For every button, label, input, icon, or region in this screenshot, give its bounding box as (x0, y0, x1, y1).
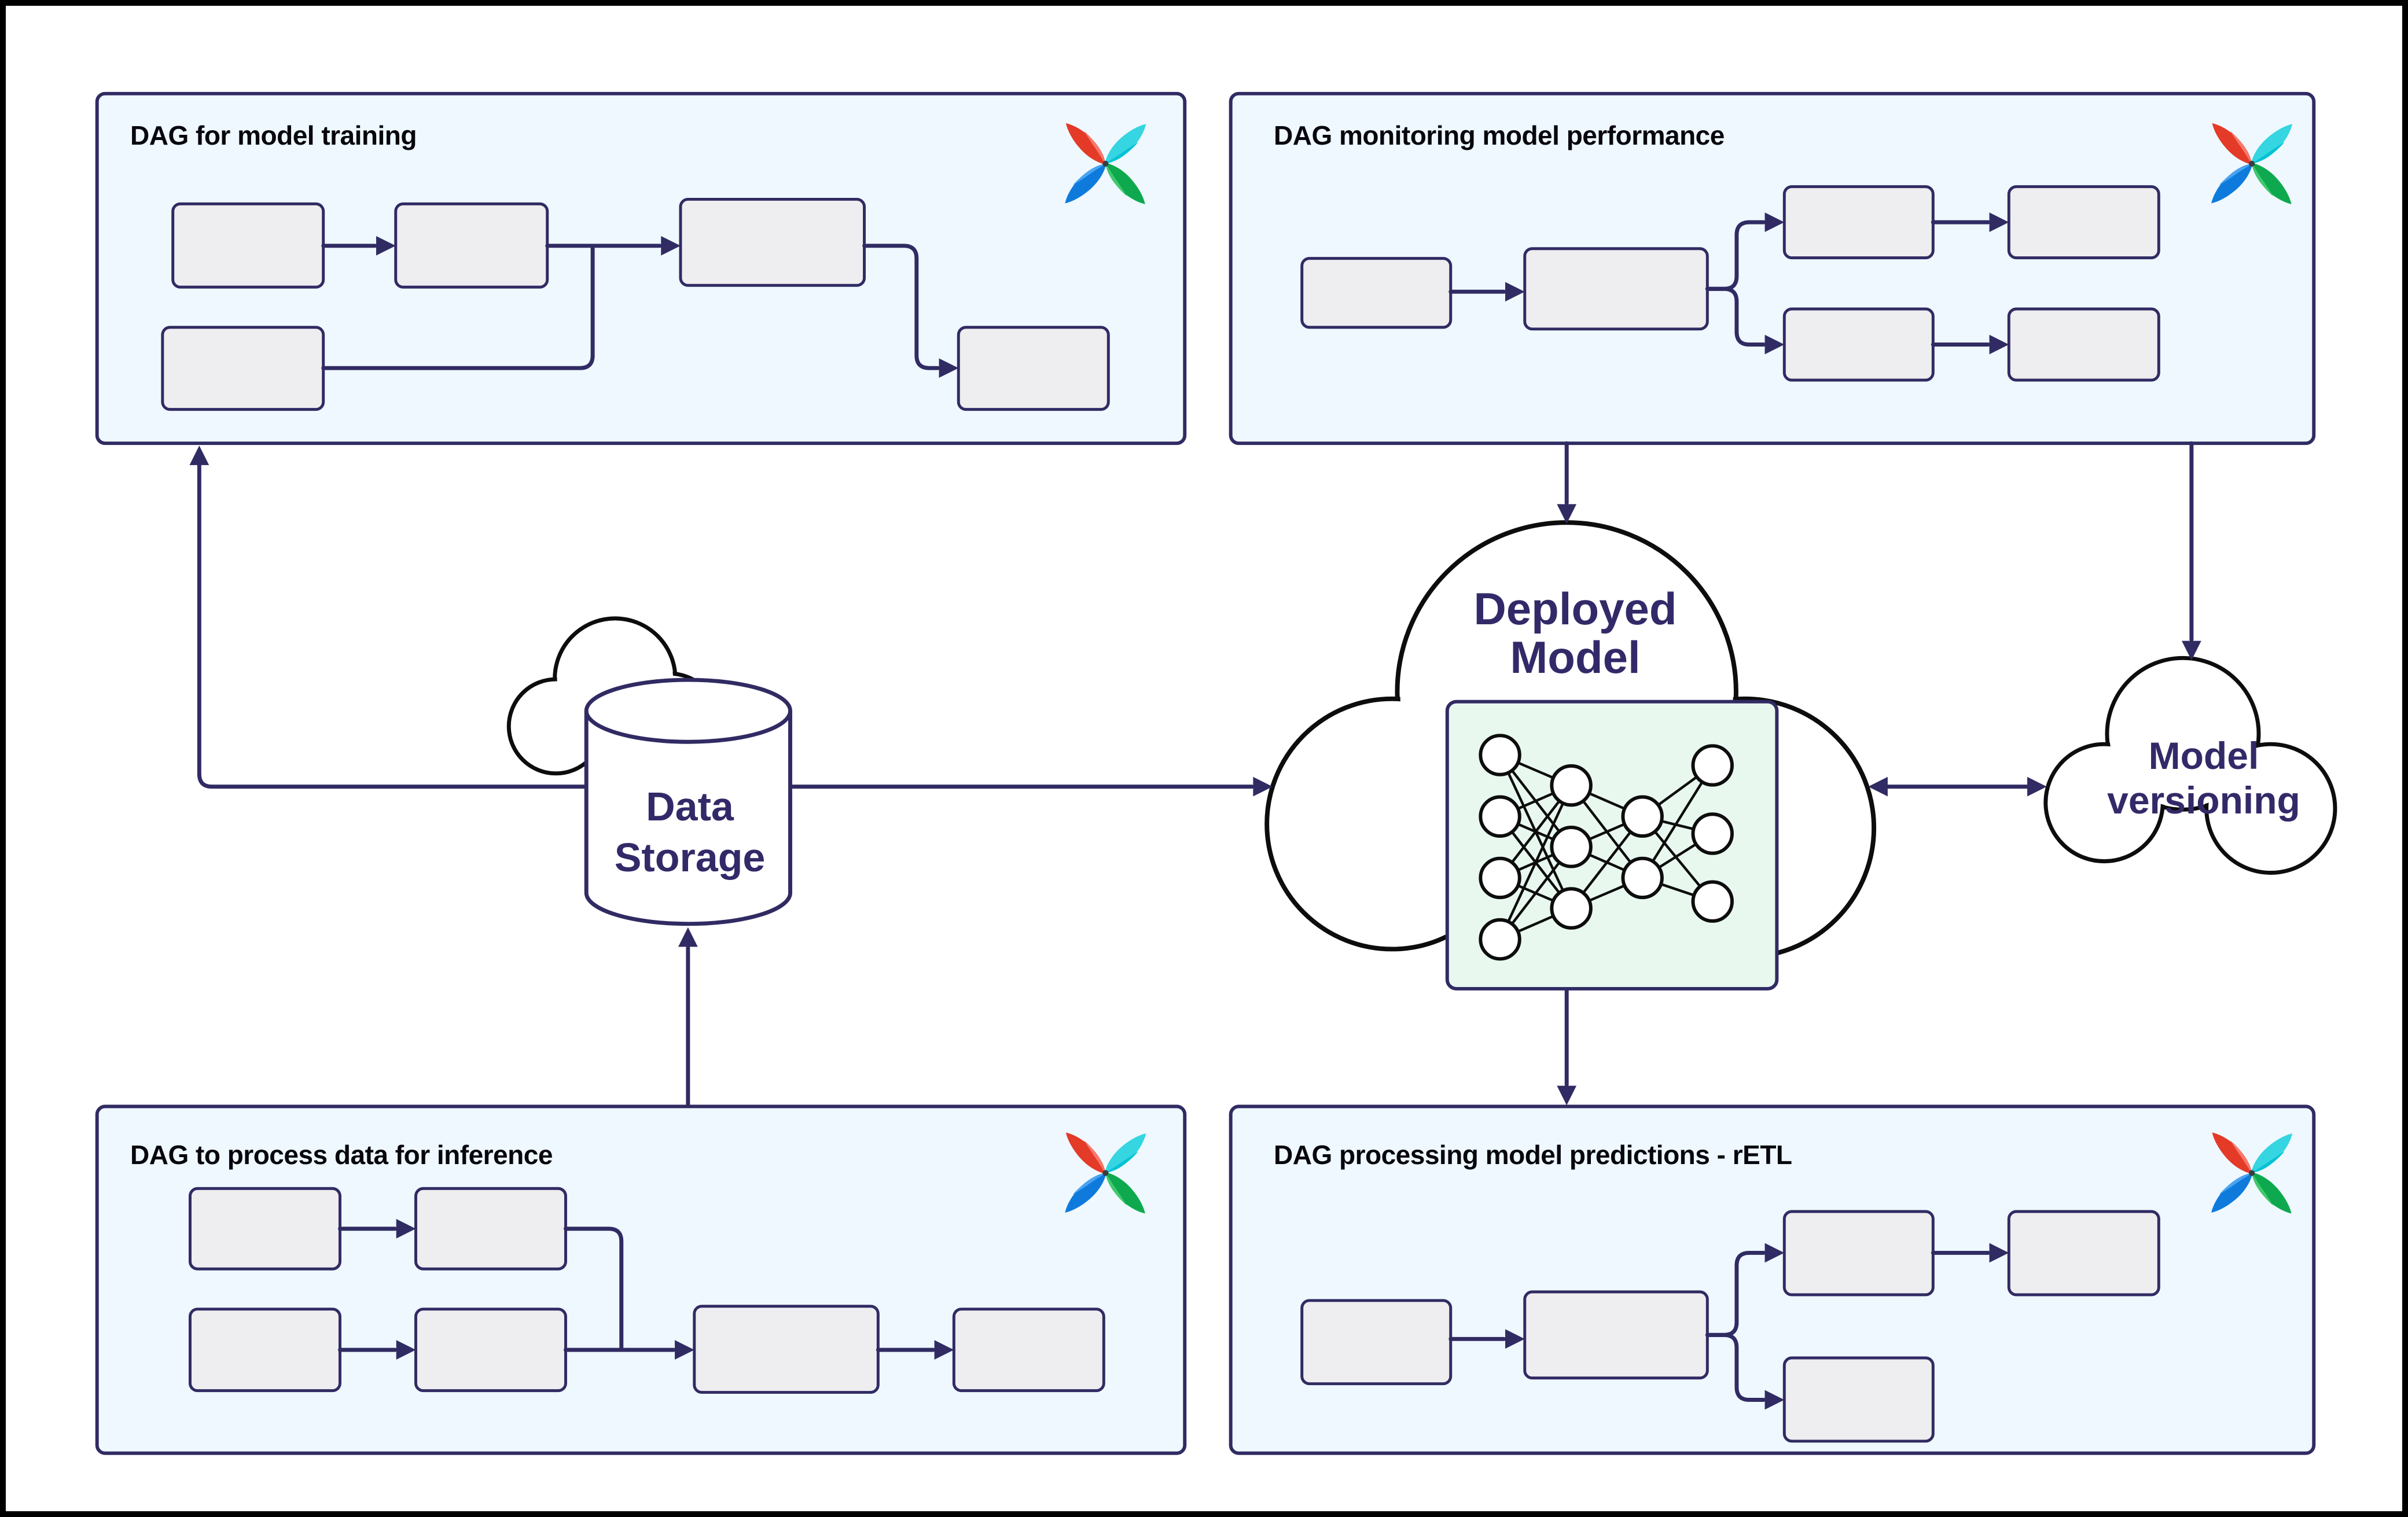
neural-network-icon (1479, 734, 1734, 961)
arrowheads (189, 212, 2201, 1410)
dag-task-node (952, 1308, 1105, 1393)
dag-task-node (1300, 257, 1453, 329)
panel-dag-inference (95, 1104, 1187, 1455)
model-versioning-cloud (2043, 656, 2337, 875)
dag-task-node (2007, 1210, 2160, 1297)
panel-title-retl: DAG processing model predictions - rETL (1274, 1140, 1792, 1170)
dag-task-node (1782, 1210, 1935, 1297)
dag-task-node (1523, 247, 1709, 331)
dag-task-node (1523, 1290, 1709, 1380)
dag-connector-lines (321, 220, 1991, 1402)
deployed-model-label: Deployed Model (1473, 584, 1677, 682)
dag-task-node (2007, 307, 2160, 382)
dag-task-node (1782, 185, 1935, 260)
model-versioning-label-line1: Model (2148, 734, 2259, 777)
dag-task-node (957, 326, 1110, 411)
data-storage-label-line1: Data (646, 784, 734, 829)
data-storage-group (506, 616, 792, 926)
panel-title-inference: DAG to process data for inference (130, 1140, 553, 1170)
dag-task-node (679, 197, 866, 287)
dag-task-node (171, 202, 325, 289)
deployed-model-label-line2: Model (1510, 632, 1641, 683)
panel-title-training: DAG for model training (130, 120, 417, 150)
dag-task-node (414, 1187, 567, 1271)
dag-task-nodes (161, 185, 2160, 1443)
dag-task-node (1300, 1299, 1453, 1386)
dag-task-node (394, 202, 549, 289)
model-versioning-label-line2: versioning (2107, 778, 2300, 822)
diagram-art (95, 91, 2337, 1455)
dag-task-node (1782, 1356, 1935, 1443)
dag-task-node (188, 1187, 341, 1271)
panel-title-monitoring: DAG monitoring model performance (1274, 120, 1725, 150)
data-storage-label-line2: Storage (614, 835, 766, 881)
dag-task-node (161, 326, 325, 411)
data-storage-label: Data Storage (615, 781, 766, 883)
panel-dag-training (95, 91, 1187, 445)
deployed-model-cloud (1264, 520, 1877, 991)
panel-dag-retl (1229, 1104, 2316, 1455)
deployed-model-label-line1: Deployed (1473, 583, 1677, 634)
dag-task-node (188, 1308, 341, 1393)
model-versioning-label: Model versioning (2107, 734, 2300, 822)
mid-connector-lines (197, 441, 2194, 1107)
dag-task-node (2007, 185, 2160, 260)
database-cylinder-icon (584, 678, 792, 926)
dag-task-node (693, 1305, 880, 1394)
dag-task-node (1782, 307, 1935, 382)
dag-task-node (414, 1308, 567, 1393)
